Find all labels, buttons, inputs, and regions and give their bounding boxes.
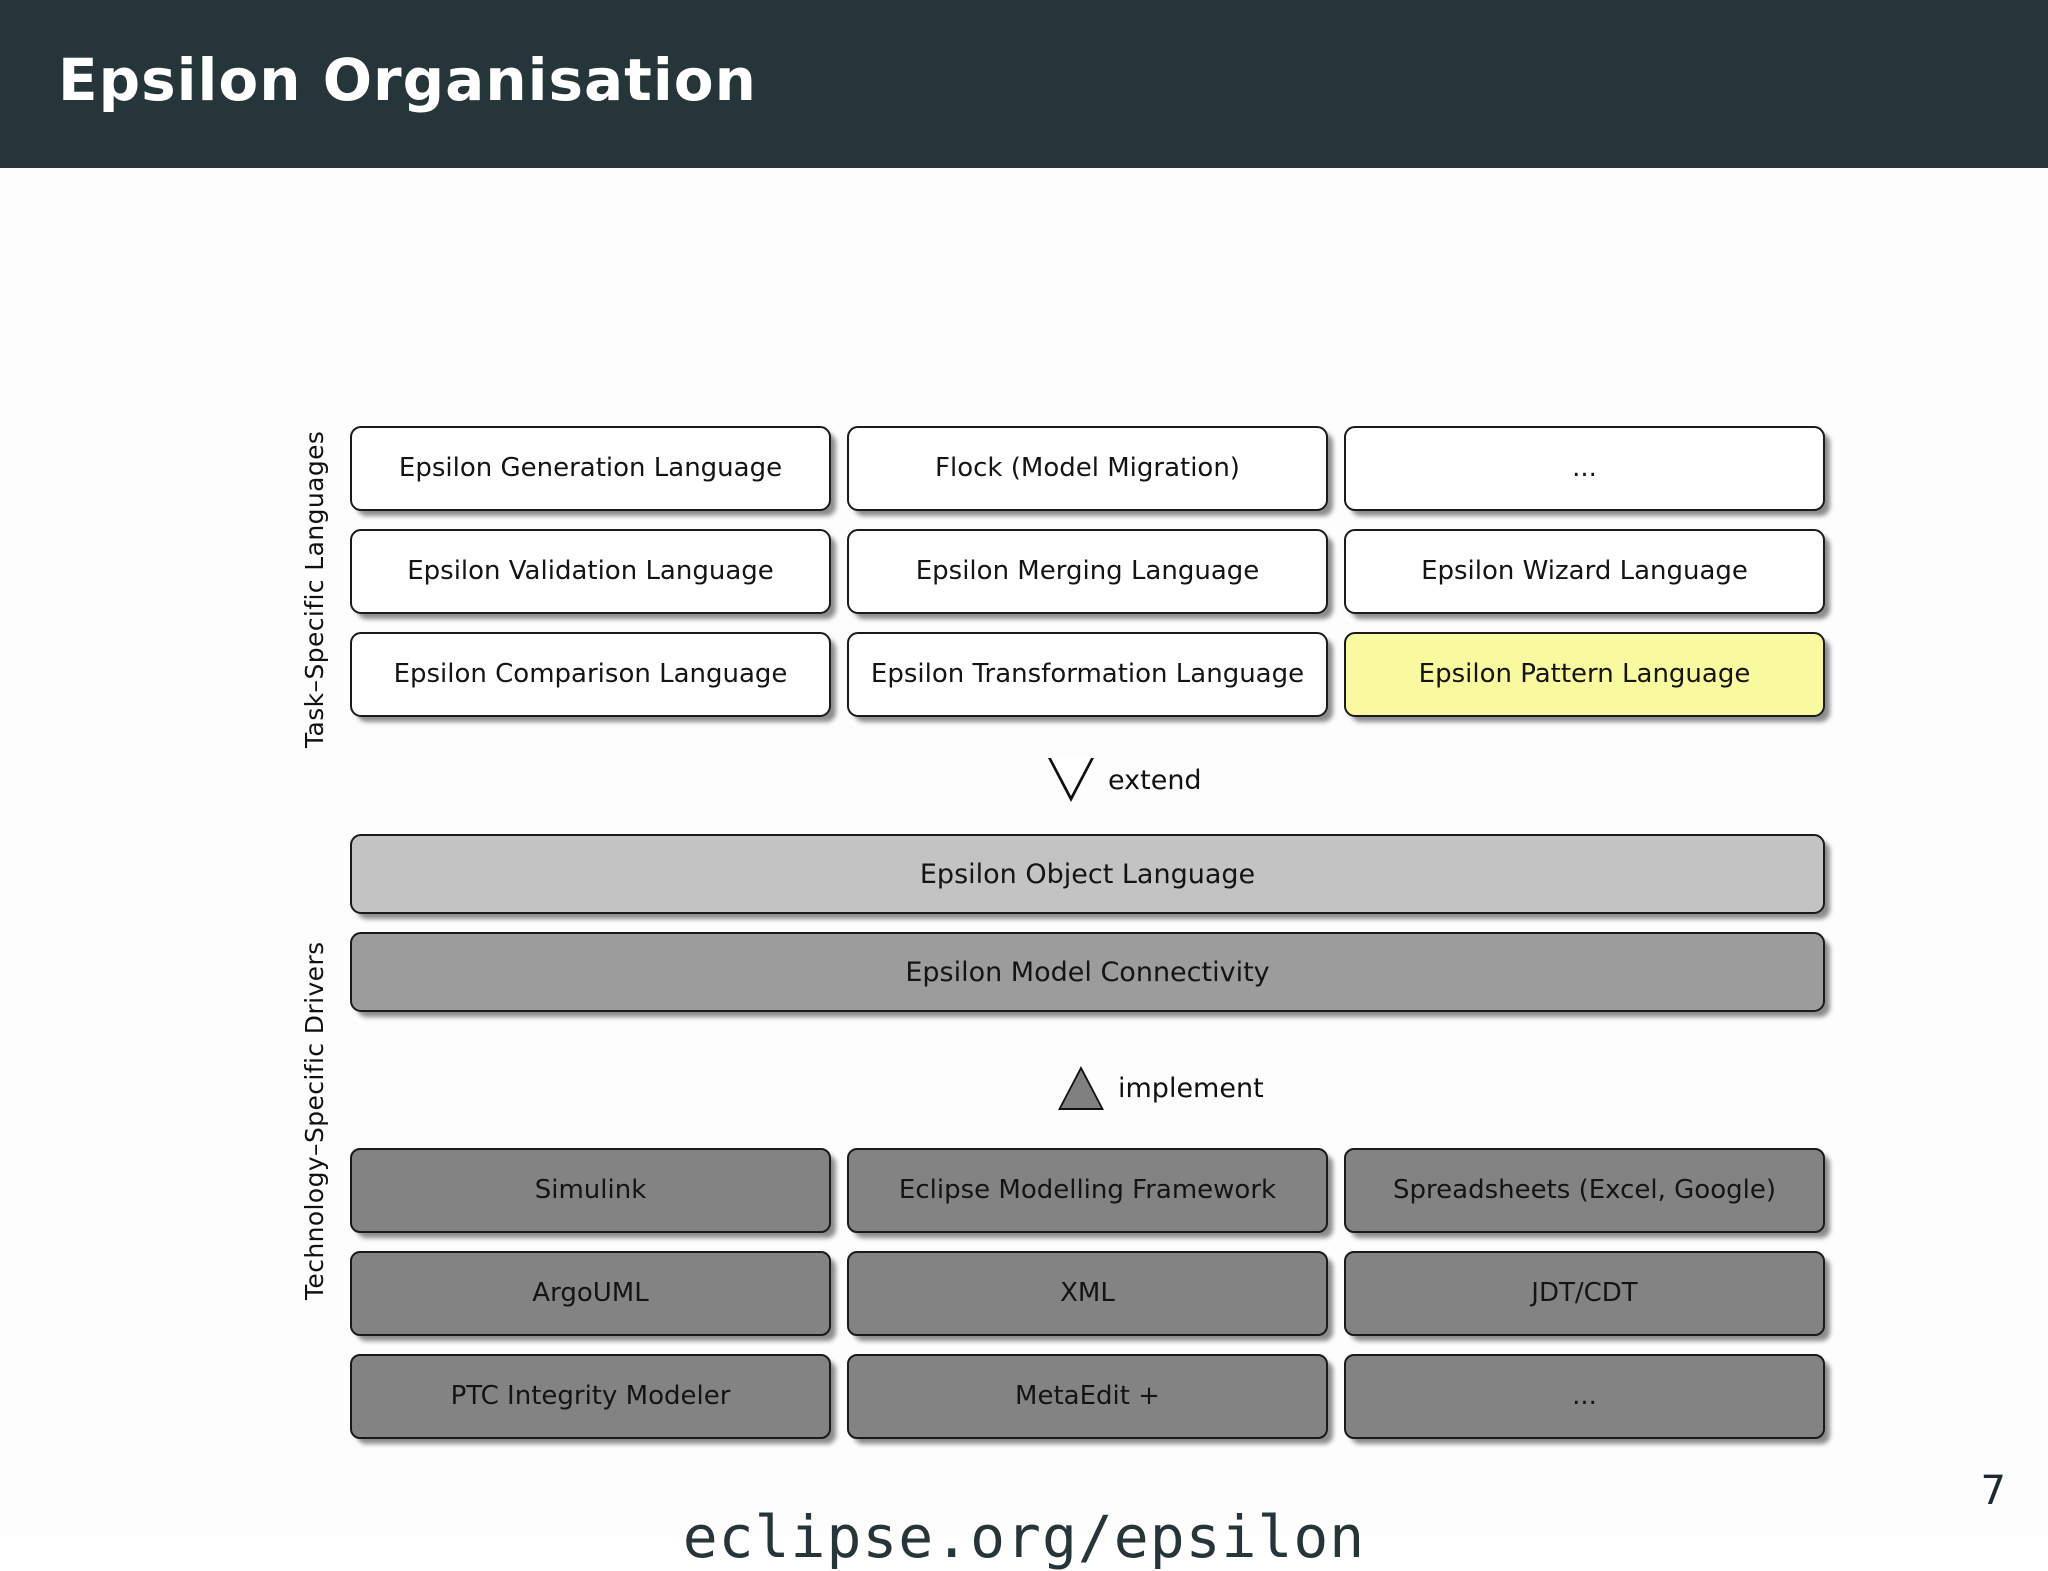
section-label-task-specific-languages: Task–Specific Languages (300, 430, 329, 748)
driver-box-eclipse-modelling-framework[interactable]: Eclipse Modelling Framework (847, 1148, 1328, 1233)
driver-row: PTC Integrity Modeler MetaEdit + ... (350, 1354, 1825, 1439)
language-row: Epsilon Generation Language Flock (Model… (350, 426, 1825, 511)
technology-specific-drivers-grid: Simulink Eclipse Modelling Framework Spr… (350, 1148, 1825, 1457)
diagram-canvas: Task–Specific Languages Technology–Speci… (0, 168, 2048, 1571)
extend-relation-marker: extend (1048, 758, 1202, 802)
language-row: Epsilon Comparison Language Epsilon Tran… (350, 632, 1825, 717)
language-box-flock-model-migration[interactable]: Flock (Model Migration) (847, 426, 1328, 511)
slide-page-number: 7 (1980, 1468, 2006, 1514)
language-box-epsilon-wizard-language[interactable]: Epsilon Wizard Language (1344, 529, 1825, 614)
language-box-epsilon-transformation-language[interactable]: Epsilon Transformation Language (847, 632, 1328, 717)
filled-triangle-up-icon (1058, 1066, 1104, 1110)
task-specific-languages-grid: Epsilon Generation Language Flock (Model… (350, 426, 1825, 735)
core-bar-epsilon-object-language[interactable]: Epsilon Object Language (350, 834, 1825, 914)
hollow-triangle-down-icon (1048, 758, 1094, 802)
implement-relation-label: implement (1118, 1072, 1264, 1104)
driver-box-simulink[interactable]: Simulink (350, 1148, 831, 1233)
driver-box-more-2[interactable]: ... (1344, 1354, 1825, 1439)
core-stack: Epsilon Object Language Epsilon Model Co… (350, 834, 1825, 1030)
extend-relation-label: extend (1108, 764, 1202, 796)
driver-box-jdt-cdt[interactable]: JDT/CDT (1344, 1251, 1825, 1336)
language-box-more-1[interactable]: ... (1344, 426, 1825, 511)
language-box-epsilon-validation-language[interactable]: Epsilon Validation Language (350, 529, 831, 614)
driver-box-metaedit-plus[interactable]: MetaEdit + (847, 1354, 1328, 1439)
driver-row: ArgoUML XML JDT/CDT (350, 1251, 1825, 1336)
driver-box-spreadsheets[interactable]: Spreadsheets (Excel, Google) (1344, 1148, 1825, 1233)
language-box-epsilon-pattern-language[interactable]: Epsilon Pattern Language (1344, 632, 1825, 717)
driver-row: Simulink Eclipse Modelling Framework Spr… (350, 1148, 1825, 1233)
project-url[interactable]: eclipse.org/epsilon (682, 1503, 1366, 1571)
driver-box-ptc-integrity-modeler[interactable]: PTC Integrity Modeler (350, 1354, 831, 1439)
language-box-epsilon-merging-language[interactable]: Epsilon Merging Language (847, 529, 1328, 614)
driver-box-argouml[interactable]: ArgoUML (350, 1251, 831, 1336)
slide-header-bar: Epsilon Organisation (0, 0, 2048, 168)
page-title: Epsilon Organisation (58, 46, 757, 114)
language-row: Epsilon Validation Language Epsilon Merg… (350, 529, 1825, 614)
driver-box-xml[interactable]: XML (847, 1251, 1328, 1336)
language-box-epsilon-generation-language[interactable]: Epsilon Generation Language (350, 426, 831, 511)
implement-relation-marker: implement (1058, 1066, 1264, 1110)
core-bar-epsilon-model-connectivity[interactable]: Epsilon Model Connectivity (350, 932, 1825, 1012)
section-label-technology-specific-drivers: Technology–Specific Drivers (300, 941, 329, 1300)
language-box-epsilon-comparison-language[interactable]: Epsilon Comparison Language (350, 632, 831, 717)
